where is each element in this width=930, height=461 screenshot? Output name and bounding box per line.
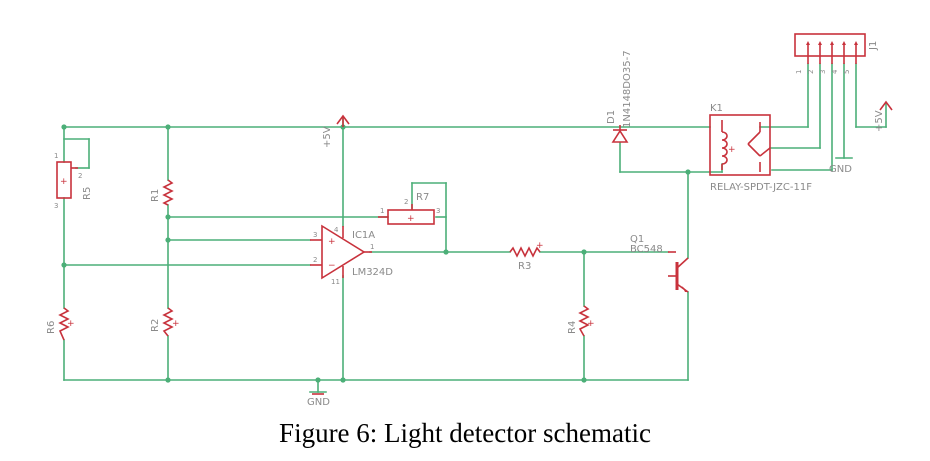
r2-resistor: + R2: [150, 307, 180, 337]
opamp-pin-out: 1: [370, 243, 374, 251]
r6-label: R6: [46, 321, 57, 334]
ground-right-label: GND: [829, 164, 852, 175]
relay-k1: + K1 RELAY-SPDT-JZC-11F: [709, 103, 812, 193]
r7-potentiometer: + 1 3 2 R7: [378, 192, 440, 225]
opamp-ic1a: + − 3 2 1 4 11 IC1A LM324D: [310, 224, 393, 286]
supply-right-label: +5V: [874, 110, 885, 132]
r5-potentiometer: + 1 3 2 R5: [54, 152, 93, 210]
svg-text:2: 2: [404, 198, 408, 206]
r3-label: R3: [518, 261, 531, 272]
supply-right-symbol: +5V: [874, 100, 893, 132]
svg-text:+: +: [536, 241, 544, 251]
diode-d1: D1 1N4148DO35-7: [606, 50, 633, 143]
opamp-pin-minus: 2: [313, 256, 317, 264]
connector-pin-2: 2: [807, 70, 815, 74]
diode-part-label: 1N4148DO35-7: [622, 50, 633, 128]
connector-pin-5: 5: [843, 70, 851, 74]
opamp-pin-v11: 11: [331, 278, 340, 286]
r6-resistor: + R6: [46, 307, 75, 341]
svg-text:1: 1: [54, 152, 58, 160]
relay-label: K1: [710, 103, 723, 114]
connector-pin-1: 1: [795, 70, 803, 74]
ground-bottom-symbol: GND: [307, 393, 330, 408]
wires: [63, 63, 887, 393]
transistor-part-label: BC548: [630, 244, 663, 255]
transistor-q1: Q1 BC548: [630, 234, 689, 293]
r4-resistor: + R4: [567, 305, 595, 337]
svg-text:1: 1: [380, 207, 384, 215]
r4-label: R4: [567, 321, 578, 334]
junctions: [61, 124, 691, 383]
transistor-label: Q1: [630, 234, 644, 245]
relay-part-label: RELAY-SPDT-JZC-11F: [710, 182, 812, 193]
svg-text:+: +: [172, 319, 180, 329]
svg-text:3: 3: [54, 202, 58, 210]
opamp-label: IC1A: [352, 230, 375, 241]
supply-top-label: +5V: [322, 126, 333, 148]
opamp-pin-plus: 3: [313, 231, 317, 239]
svg-text:3: 3: [436, 207, 440, 215]
svg-text:+: +: [328, 237, 336, 247]
r2-label: R2: [150, 319, 161, 332]
svg-text:+: +: [728, 145, 736, 155]
figure-caption: Figure 6: Light detector schematic: [279, 418, 651, 448]
r1-label: R1: [150, 189, 161, 202]
svg-text:−: −: [328, 261, 336, 271]
r1-resistor: R1: [150, 179, 174, 206]
supply-top-symbol: +5V: [322, 114, 350, 148]
opamp-part-label: LM324D: [352, 267, 393, 278]
svg-text:+: +: [60, 177, 68, 187]
svg-text:+: +: [67, 319, 75, 329]
connector-j1: 1 2 3 4 5 J1: [794, 33, 879, 74]
connector-pin-4: 4: [831, 69, 839, 74]
svg-text:2: 2: [78, 172, 82, 180]
connector-label: J1: [868, 41, 879, 51]
diode-label: D1: [606, 110, 617, 124]
r3-resistor: + R3: [509, 241, 544, 272]
svg-text:+: +: [587, 319, 595, 329]
opamp-pin-v4: 4: [334, 226, 339, 234]
ground-right-symbol: GND: [829, 164, 852, 175]
r7-label: R7: [416, 192, 429, 203]
svg-text:+: +: [407, 214, 415, 224]
connector-pin-3: 3: [819, 70, 827, 74]
r5-label: R5: [82, 187, 93, 200]
ground-bottom-label: GND: [307, 397, 330, 408]
